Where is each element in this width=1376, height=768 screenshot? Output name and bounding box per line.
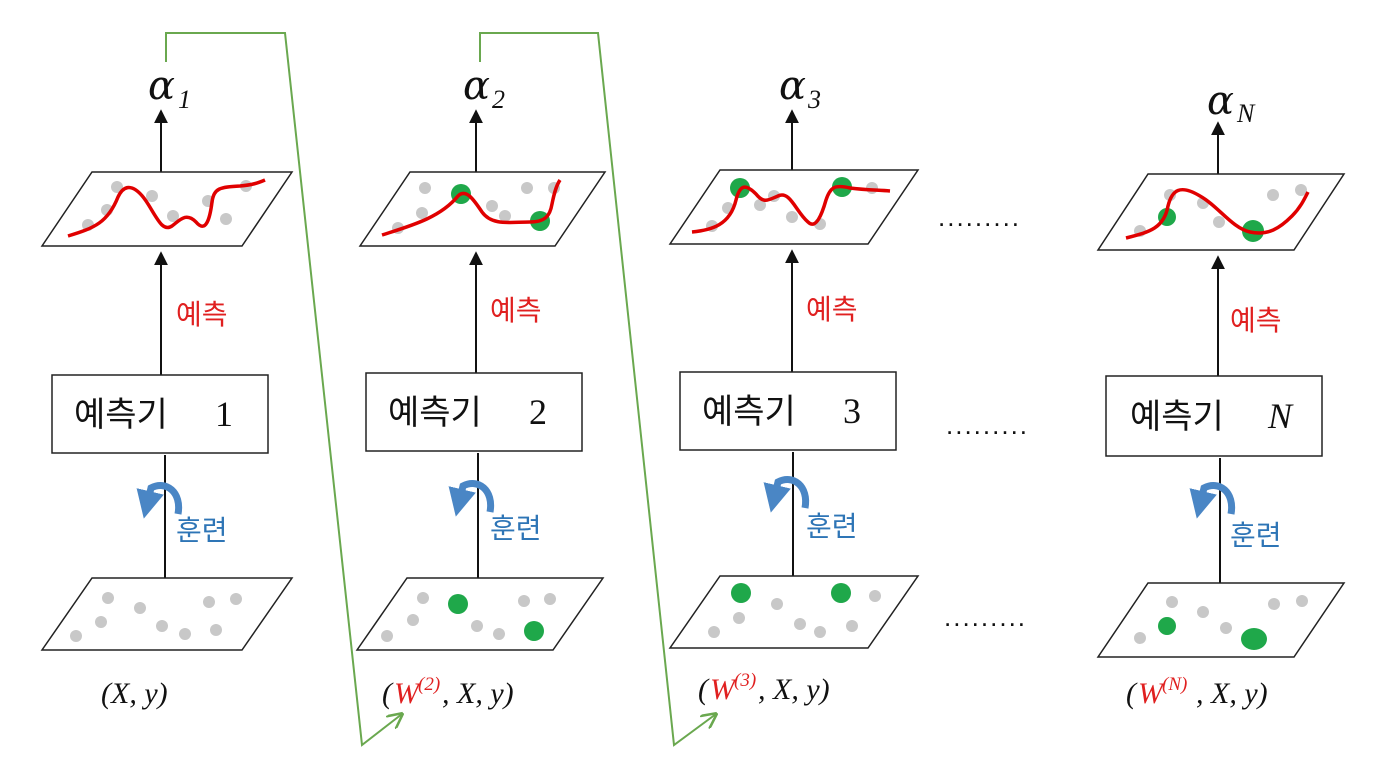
stage-1-predict-label: 예측 — [176, 298, 228, 331]
stage-2-weight-symbol: W — [394, 677, 422, 710]
stage-3-alpha-subscript: 3 — [807, 85, 821, 114]
stage-3-predictor-label: 예측기 — [702, 392, 796, 432]
stage-n-predict-label: 예측 — [1230, 304, 1282, 337]
stage-1-prediction-curve — [67, 178, 266, 238]
stage-2-train-label: 훈련 — [490, 512, 542, 545]
weight-update-arrow-2-to-3 — [479, 32, 716, 747]
stage-3-input-weighted-dots — [731, 583, 851, 603]
stage-n-alpha-subscript: N — [1236, 99, 1256, 128]
stage-n-training-cycle-icon — [1189, 482, 1236, 519]
stage-3-weight-symbol: W — [710, 673, 738, 706]
stage-2-output-dots — [392, 182, 560, 234]
stage-2-input-dots — [381, 592, 556, 642]
stage-2-predict-label: 예측 — [490, 294, 542, 327]
stage-3-input-dots — [708, 590, 881, 638]
stage-2-predictor-box — [365, 372, 583, 452]
stage-3-input-paren: ( — [698, 673, 710, 706]
stage-3: α 3 예측 예측기 3 훈련 ( W (3) , X — [668, 63, 920, 706]
stage-1-train-label: 훈련 — [176, 514, 228, 547]
stage-n-weight-symbol: W — [1138, 677, 1166, 710]
stage-2-predictor-number: 2 — [529, 392, 547, 432]
stage-n-predictor-box — [1105, 375, 1323, 457]
stage-1: α 1 예측 예측기 1 훈련 (X, y) — [40, 63, 294, 710]
stage-1-predictor-number: 1 — [215, 394, 233, 434]
stage-n-input-label: , X, y) — [1196, 677, 1268, 710]
stage-2: α 2 예측 예측기 2 훈련 ( W (2) , X — [355, 63, 607, 710]
stage-2-weight-superscript: (2) — [418, 674, 440, 695]
stage-3-input-label: , X, y) — [758, 673, 830, 706]
stage-2-input-paren: ( — [382, 677, 394, 710]
stage-3-predictor-box — [679, 371, 897, 451]
stage-1-output-plane — [40, 171, 294, 247]
stage-n-input-weighted-dots — [1158, 617, 1267, 650]
stage-2-output-plane — [358, 171, 607, 247]
stage-2-input-weighted-dots — [448, 594, 544, 641]
stage-2-training-cycle-icon — [448, 480, 495, 517]
stage-3-predict-label: 예측 — [806, 293, 858, 326]
stage-1-input-dots — [70, 592, 242, 642]
stage-1-alpha-subscript: 1 — [178, 85, 191, 114]
stage-n-alpha-symbol: α — [1207, 78, 1234, 124]
stage-2-alpha-subscript: 2 — [492, 85, 505, 114]
stage-n-train-label: 훈련 — [1230, 519, 1282, 552]
stage-3-train-label: 훈련 — [806, 510, 858, 543]
stage-3-predictor-number: 3 — [843, 391, 861, 431]
stage-n-predictor-number: N — [1267, 396, 1294, 436]
stage-n: α N 예측 예측기 N 훈련 ( W (N) , X, y) — [1096, 78, 1346, 710]
stage-3-prediction-curve — [691, 184, 891, 234]
stage-1-predictor-label: 예측기 — [74, 395, 168, 435]
stage-2-alpha-symbol: α — [463, 63, 490, 109]
stage-3-alpha-symbol: α — [779, 63, 806, 109]
stage-1-input-label: (X, y) — [101, 677, 168, 710]
stage-n-input-dots — [1134, 595, 1308, 644]
stage-n-input-paren: ( — [1126, 677, 1138, 710]
ellipsis-input-row: ......... — [944, 602, 1027, 632]
stage-3-output-dots — [706, 182, 878, 232]
stage-3-training-cycle-icon — [763, 476, 810, 513]
ellipsis-output-row: ......... — [938, 202, 1021, 232]
weight-update-arrow-1-to-2 — [165, 32, 402, 747]
stage-1-alpha-symbol: α — [148, 63, 175, 109]
stage-1-training-cycle-icon — [136, 482, 183, 519]
stage-2-prediction-curve — [381, 179, 562, 237]
stage-1-predictor-box — [51, 374, 269, 454]
stage-n-prediction-curve — [1125, 187, 1310, 240]
stage-2-input-label: , X, y) — [442, 677, 514, 710]
stage-n-weight-superscript: (N) — [1162, 674, 1187, 695]
stage-2-input-plane — [355, 577, 605, 651]
stage-3-input-plane — [668, 575, 920, 649]
stage-n-input-plane — [1096, 582, 1346, 658]
stage-n-predictor-label: 예측기 — [1130, 397, 1224, 437]
stage-3-weight-superscript: (3) — [734, 670, 756, 691]
ellipsis-predictor-row: ......... — [946, 410, 1029, 440]
stage-2-predictor-label: 예측기 — [388, 393, 482, 433]
